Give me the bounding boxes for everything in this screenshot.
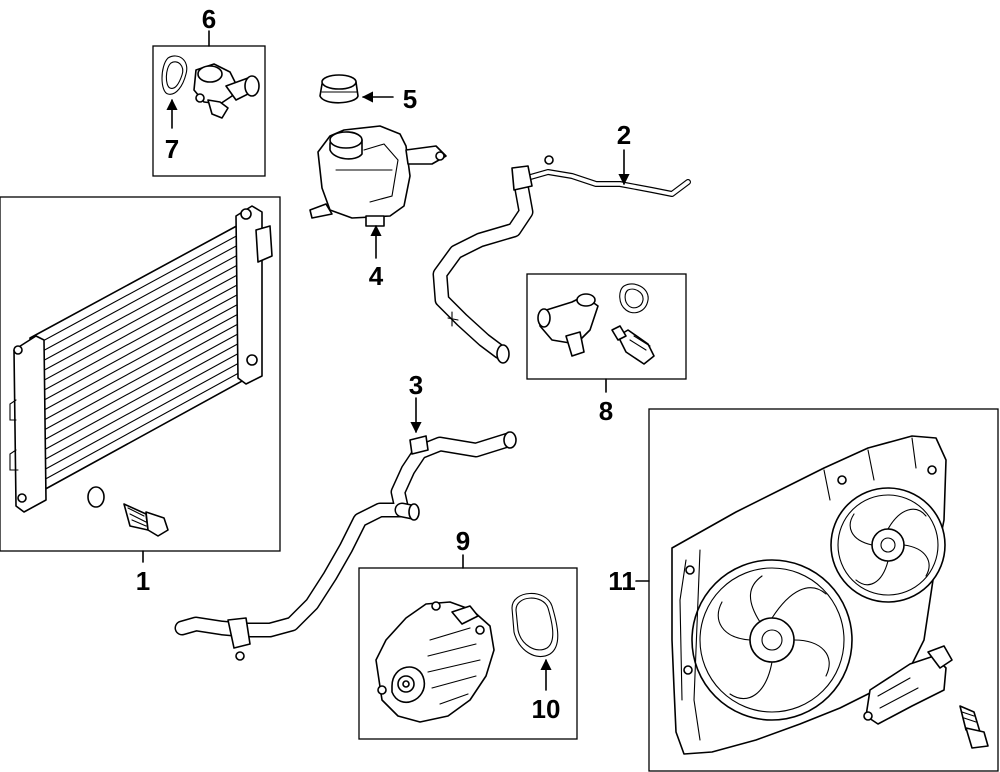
radiator-fin [34, 300, 245, 416]
callout-4: 4 [369, 261, 384, 291]
thermostat-gasket [161, 55, 188, 95]
radiator-drain-plug [123, 503, 169, 537]
radiator-fin [32, 270, 245, 387]
radiator-fin [36, 330, 245, 445]
radiator-fin [38, 359, 245, 474]
coolant-reservoir [309, 125, 447, 227]
cooling-fan-shroud [671, 435, 947, 755]
upper-coolant-hose [432, 155, 691, 364]
radiator-fin [36, 339, 245, 455]
radiator-fin [31, 260, 245, 378]
callout-3: 3 [409, 370, 423, 400]
callout-1: 1 [136, 566, 150, 596]
callout-2: 2 [617, 120, 631, 150]
radiator-fin [35, 310, 245, 426]
radiator-fin [33, 280, 245, 397]
callout-7: 7 [165, 134, 179, 164]
radiator-fin [35, 320, 245, 435]
coolant-sensor-group [526, 273, 687, 393]
fan-mounting-bolt [959, 705, 989, 749]
water-pump-gasket [511, 592, 559, 658]
lower-coolant-hose [174, 431, 517, 661]
thermostat-housing [193, 63, 260, 119]
coolant-outlet-connector [537, 293, 599, 357]
callout-10: 10 [532, 694, 561, 724]
radiator-fin [30, 241, 245, 358]
fan-control-module [863, 645, 953, 725]
radiator-fin [37, 349, 245, 464]
radiator-fin [38, 369, 245, 483]
fan-assembly-box [648, 408, 999, 772]
water-pump [375, 601, 495, 723]
callout-11: 11 [608, 566, 636, 596]
sensor-seal [619, 283, 649, 314]
water-pump-box [358, 567, 578, 740]
callout-5: 5 [403, 84, 417, 114]
callout-8: 8 [599, 396, 613, 426]
radiator [9, 205, 273, 513]
thermostat-housing-group [152, 30, 266, 177]
radiator-fin [33, 290, 245, 406]
callout-6: 6 [202, 4, 216, 34]
water-pump-group [358, 554, 578, 740]
fan-assembly-group [635, 408, 999, 772]
radiator-box [0, 196, 281, 552]
radiator-fin [31, 251, 245, 368]
reservoir-cap [319, 74, 359, 104]
callout-9: 9 [456, 526, 470, 556]
radiator-group [0, 196, 281, 563]
radiator-fin [30, 231, 245, 349]
temperature-sensor [611, 325, 655, 365]
radiator-o-ring [87, 486, 105, 508]
